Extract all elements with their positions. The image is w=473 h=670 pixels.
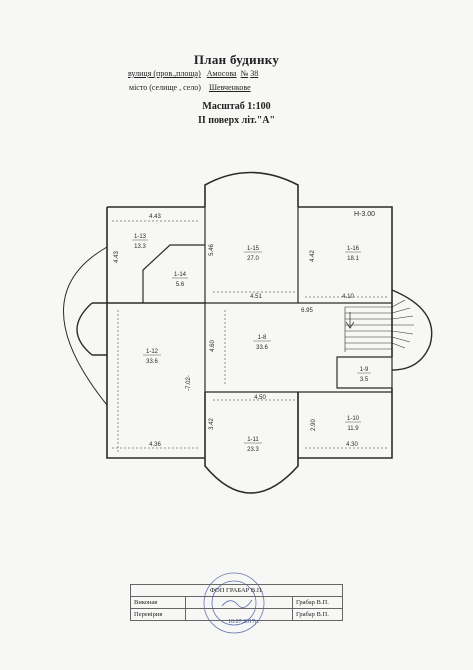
executor-name: Грабар В.П. <box>292 596 343 609</box>
approval-stamp: ФОП ГРАБАР В.П. Виконав Грабар В.П. Пере… <box>130 584 343 621</box>
dim-label: 4.50 <box>254 395 266 401</box>
dimension-lines <box>112 220 388 452</box>
room-id: 1-12 <box>146 349 159 355</box>
room-id: 1-9 <box>360 367 369 373</box>
executor-label: Виконав <box>130 596 186 609</box>
city-line: місто (селище , село) Шевченкове <box>129 83 251 92</box>
dim-label: 4.36 <box>149 442 161 448</box>
right-bottom-wall <box>298 388 393 459</box>
street-line: вулиця (пров.,площа) Амосова № 38 <box>128 69 258 78</box>
document-title: План будинку <box>193 52 280 67</box>
room-id: 1-11 <box>247 437 259 443</box>
stairs <box>344 299 414 352</box>
stamp-company: ФОП ГРАБАР В.П. <box>130 584 343 597</box>
city-label: місто (селище , село) <box>129 83 201 92</box>
number-label: № <box>240 69 249 78</box>
room-area: 33.6 <box>146 359 158 365</box>
room-area: 3.5 <box>360 377 369 383</box>
dim-label: 3.42 <box>209 418 215 430</box>
floor-label: ІІ поверх літ."А" <box>197 115 276 126</box>
room-labels: 1-13 13.3 1-14 5.6 1-15 27.0 1-16 18.1 1… <box>132 234 371 453</box>
number-value: 38 <box>250 69 259 78</box>
dim-label: 4.10 <box>342 294 354 300</box>
city-value: Шевченкове <box>208 83 251 92</box>
room-area: 11.9 <box>347 426 359 432</box>
room-id: 1-10 <box>347 416 360 422</box>
top-wall <box>107 206 393 303</box>
outer-walls <box>63 171 433 494</box>
street-value: Амосова <box>206 69 237 78</box>
dim-label: 6.95 <box>301 308 313 314</box>
dim-label: 4.30 <box>346 442 358 448</box>
checker-name: Грабар В.П. <box>292 608 343 621</box>
room-id: 1-14 <box>174 272 187 278</box>
height-note: Н-3.00 <box>354 211 375 218</box>
room-area: 18.1 <box>347 256 359 262</box>
room-id: 1-8 <box>258 335 267 341</box>
checker-label: Перевірив <box>130 608 186 621</box>
dim-label: 4.43 <box>114 251 120 263</box>
bottom-bay-wall <box>204 392 299 494</box>
inner-walls <box>142 207 393 458</box>
room-id: 1-13 <box>134 234 147 240</box>
dim-label: 4.51 <box>250 294 262 300</box>
room-area: 33.6 <box>256 345 268 351</box>
room-id: 1-15 <box>247 246 260 252</box>
stamp-date: 10.07.2017р. <box>228 619 260 625</box>
executor-signature <box>185 596 293 609</box>
dim-label: 5.46 <box>209 244 215 256</box>
east-bay <box>391 289 433 371</box>
room-area: 13.3 <box>134 244 146 250</box>
dimension-labels: 4.43 4.43 5.46 4.42 4.51 4.10 6.95 4.60 … <box>114 214 358 448</box>
dim-label: 4.42 <box>310 250 316 262</box>
room-id: 1-16 <box>347 246 360 252</box>
room-area: 23.3 <box>247 447 259 453</box>
top-bay-wall <box>204 171 299 207</box>
room-area: 5.6 <box>176 282 185 288</box>
dim-label: 4.60 <box>210 340 216 352</box>
street-label: вулиця (пров.,площа) <box>128 69 201 78</box>
room-area: 27.0 <box>247 256 259 262</box>
dim-label: -7.02- <box>186 375 192 391</box>
west-arc <box>63 246 108 406</box>
room-1-14-wall <box>142 244 205 303</box>
scale-label: Масштаб 1:100 <box>202 101 271 112</box>
dim-label: 4.43 <box>149 214 161 220</box>
dim-label: 2.90 <box>311 419 317 431</box>
west-bay <box>76 302 93 356</box>
